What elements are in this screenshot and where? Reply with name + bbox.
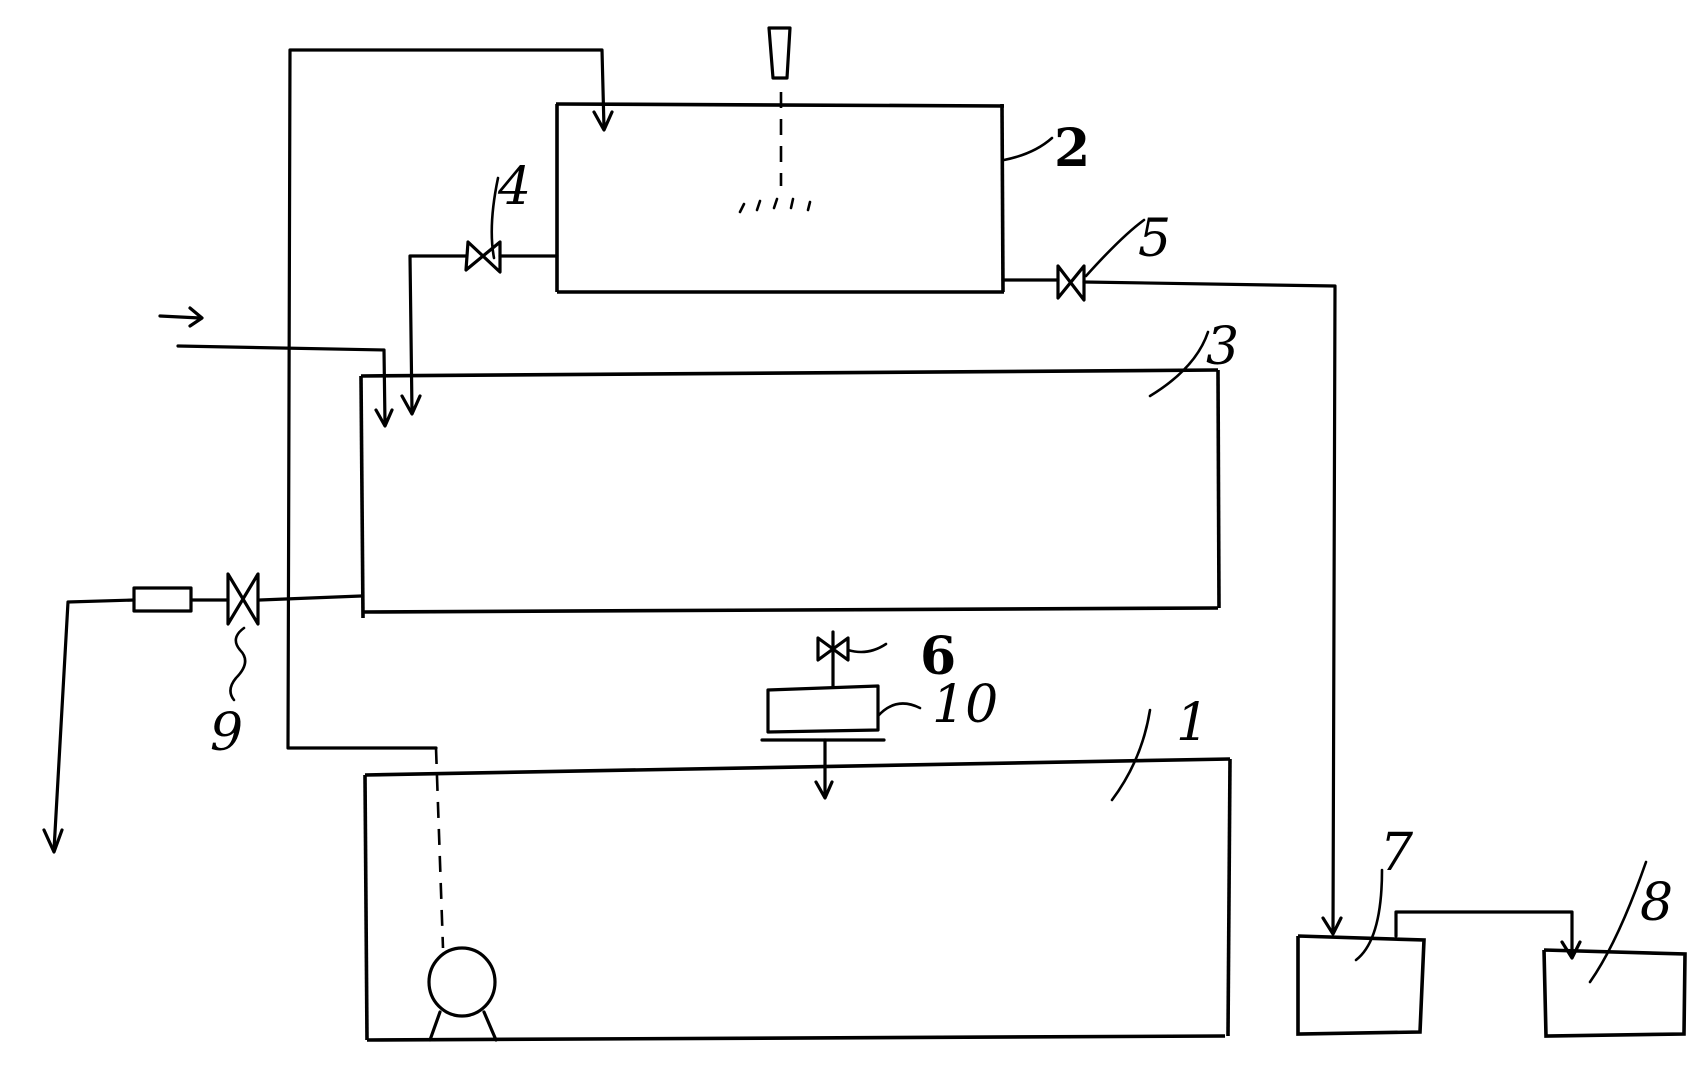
label-valve-5: 5 [1138,209,1171,269]
spray-nozzle-icon [738,26,812,214]
valve-4-icon [464,240,502,274]
valve-5-icon [1056,264,1086,302]
valve-9-icon [226,572,260,626]
label-tank-1: 1 [1176,693,1209,753]
tank-3 [359,368,1221,619]
recirculation-pipe [286,48,614,750]
tank-1 [363,757,1232,1042]
transfer-pipe-7-8 [1394,910,1582,960]
filter-cartridge-icon [132,586,193,613]
container-7 [1296,934,1426,1036]
label-filter-10: 10 [932,675,998,735]
filter-10 [760,684,922,800]
outlet-line [42,572,363,854]
valve-5-line [1001,264,1343,936]
valve-6-icon [816,636,850,662]
label-valve-6: 6 [920,626,956,687]
label-valve-4: 4 [497,157,531,217]
label-container-7: 7 [1380,823,1414,883]
label-tank-3: 3 [1206,317,1239,377]
inlet-arrow-icon [158,314,202,320]
feed-inlet [158,306,394,428]
leader-9 [229,626,247,702]
valve-6-line [816,630,888,688]
container-8 [1542,948,1687,1038]
label-container-8: 8 [1640,873,1673,933]
leader-lines [490,136,1648,984]
valve-4-line [400,240,559,416]
label-tank-2: 2 [1054,118,1090,179]
pump-icon [427,747,498,1042]
label-valve-9: 9 [210,703,243,763]
